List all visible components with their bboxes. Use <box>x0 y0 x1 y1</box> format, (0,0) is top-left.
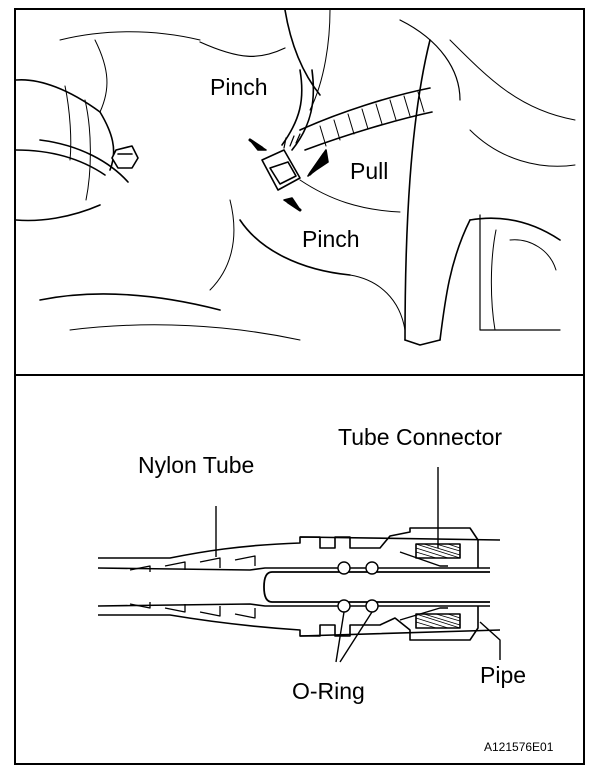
figure-code: A121576E01 <box>484 740 554 754</box>
figure-frame <box>14 8 585 765</box>
fuel-line-connector <box>261 69 315 191</box>
o-rings <box>337 561 379 613</box>
pipe-label: Pipe <box>480 662 527 688</box>
tube-connector-label: Tube Connector <box>338 424 503 450</box>
o-ring-leader <box>335 611 373 663</box>
pipe-leader <box>479 621 501 660</box>
pinch-label-bottom: Pinch <box>302 226 360 252</box>
nylon-tube-label: Nylon Tube <box>138 452 255 478</box>
tube-serrations <box>129 555 256 619</box>
pull-label: Pull <box>350 158 389 184</box>
panel-divider <box>14 374 585 376</box>
o-ring-label: O-Ring <box>292 678 365 704</box>
pinch-label-top: Pinch <box>210 74 268 100</box>
bolt <box>111 145 139 169</box>
corrugated-hose <box>299 87 433 151</box>
